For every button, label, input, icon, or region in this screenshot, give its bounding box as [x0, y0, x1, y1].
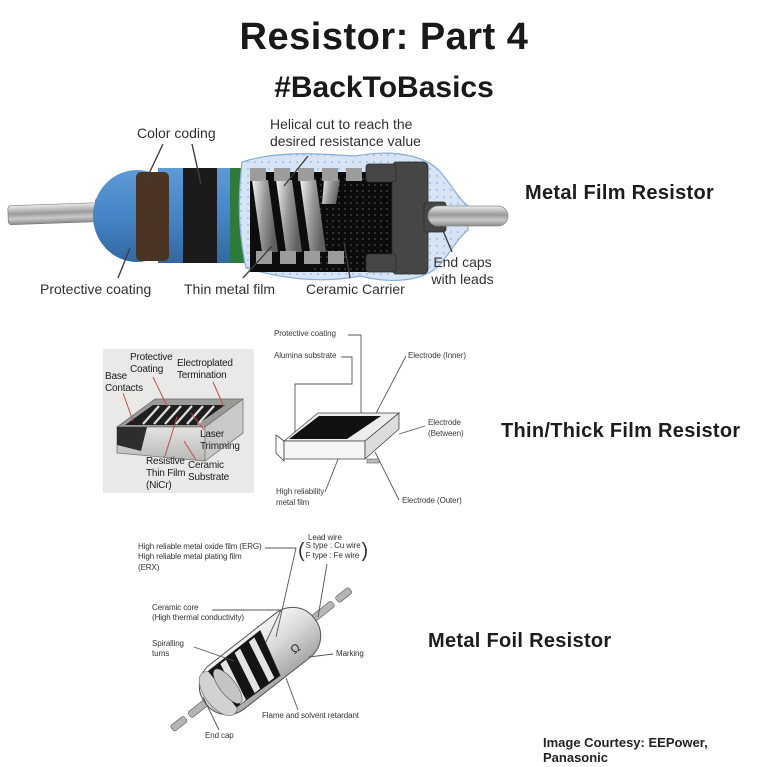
label-electrode-inner: Electrode (Inner) — [408, 351, 466, 360]
resistor-body-group: Ω — [170, 587, 353, 732]
metal-foil-figure: Ω High reliable metal oxide film (ERG) H… — [115, 533, 405, 759]
label-alumina-substrate: Alumina substrate — [274, 351, 337, 360]
label-helical-cut: Helical cut to reach the desired resista… — [270, 116, 421, 149]
lead-wire-s-type: S type : Cu wire — [305, 541, 361, 550]
image-credit: Image Courtesy: EEPower, Panasonic — [543, 735, 708, 765]
section-title-thin-thick-film: Thin/Thick Film Resistor — [501, 420, 741, 442]
label-base-contacts: Base Contacts — [105, 371, 143, 394]
inner-end-cap — [213, 668, 243, 704]
lead-wires — [170, 587, 353, 732]
chip-front-face — [283, 440, 366, 460]
label-metal-oxide-film: High reliable metal oxide film (ERG) Hig… — [138, 542, 262, 572]
page-hashtag: #BackToBasics — [274, 71, 494, 104]
chip-resistor-drawing — [275, 334, 426, 501]
label-spiralling-turns: Spiralling turns — [152, 639, 184, 659]
label-electrode-between: Electrode (Between) — [428, 418, 464, 438]
label-electroplated-termination: Electroplated Termination — [177, 358, 233, 381]
section-title-metal-foil: Metal Foil Resistor — [428, 630, 612, 652]
label-color-coding: Color coding — [137, 125, 216, 141]
chip-right-face — [204, 398, 244, 462]
label-high-reliability-metal-film: High reliability metal film — [276, 487, 325, 507]
label-end-caps: End caps with leads — [431, 254, 494, 287]
label-protective-coating: Protective coating — [40, 281, 152, 297]
fig3-leader-lines — [193, 547, 334, 731]
left-electrode-end — [275, 434, 285, 462]
paren-open: ( — [298, 540, 305, 563]
label-end-cap: End cap — [205, 731, 234, 740]
electrode-foot — [366, 458, 380, 464]
fig1-leader-lines — [117, 143, 453, 279]
color-band-black — [183, 168, 217, 263]
lead-wire-f-type: F type : Fe wire — [305, 551, 360, 561]
paren-close: ) — [361, 540, 369, 563]
metal-foil-drawing: Ω — [170, 547, 353, 732]
metal-film-figure: Color coding Helical cut to reach the de… — [0, 110, 520, 310]
helical-film-bands — [250, 168, 362, 264]
color-band-brown — [136, 172, 169, 261]
label-protective-coating2: Protective coating — [274, 329, 336, 338]
section-title-metal-film: Metal Film Resistor — [525, 182, 715, 204]
label-laser-trimming: Laser Trimming — [200, 429, 240, 452]
metal-film-resistor-drawing — [7, 143, 509, 282]
label-resistive-thin-film: Resistive Thin Film (NiCr) — [146, 456, 186, 491]
film-meander-stripes — [142, 405, 215, 425]
label-electrode-outer: Electrode (Outer) — [402, 496, 462, 505]
label-smd-protective-coating: Protective Coating — [130, 352, 173, 375]
label-flame-retardant: Flame and solvent retardant — [262, 711, 359, 720]
right-lead — [427, 205, 509, 227]
label-ceramic-substrate: Ceramic Substrate — [188, 460, 230, 483]
smd-chip-figure: Protective Coating Electroplated Termina… — [103, 349, 254, 493]
chip-right-face — [364, 412, 400, 460]
label-marking: Marking — [336, 649, 364, 658]
metal-film-top — [289, 416, 381, 439]
label-ceramic-core: Ceramic core (High thermal conductivity) — [152, 603, 244, 623]
chip-resistor-figure: Protective coating Alumina substrate Ele… — [268, 322, 494, 518]
page-title: Resistor: Part 4 — [239, 16, 529, 58]
label-ceramic-carrier: Ceramic Carrier — [306, 281, 405, 297]
base-contact-area — [117, 427, 147, 451]
smd-chip-drawing — [115, 376, 245, 462]
label-lead-wire: Lead wire — [308, 533, 342, 542]
label-thin-metal-film: Thin metal film — [184, 281, 276, 297]
lead-wire-types: ( S type : Cu wire F type : Fe wire ) — [298, 541, 368, 562]
fig2a-leader-lines — [122, 376, 225, 461]
